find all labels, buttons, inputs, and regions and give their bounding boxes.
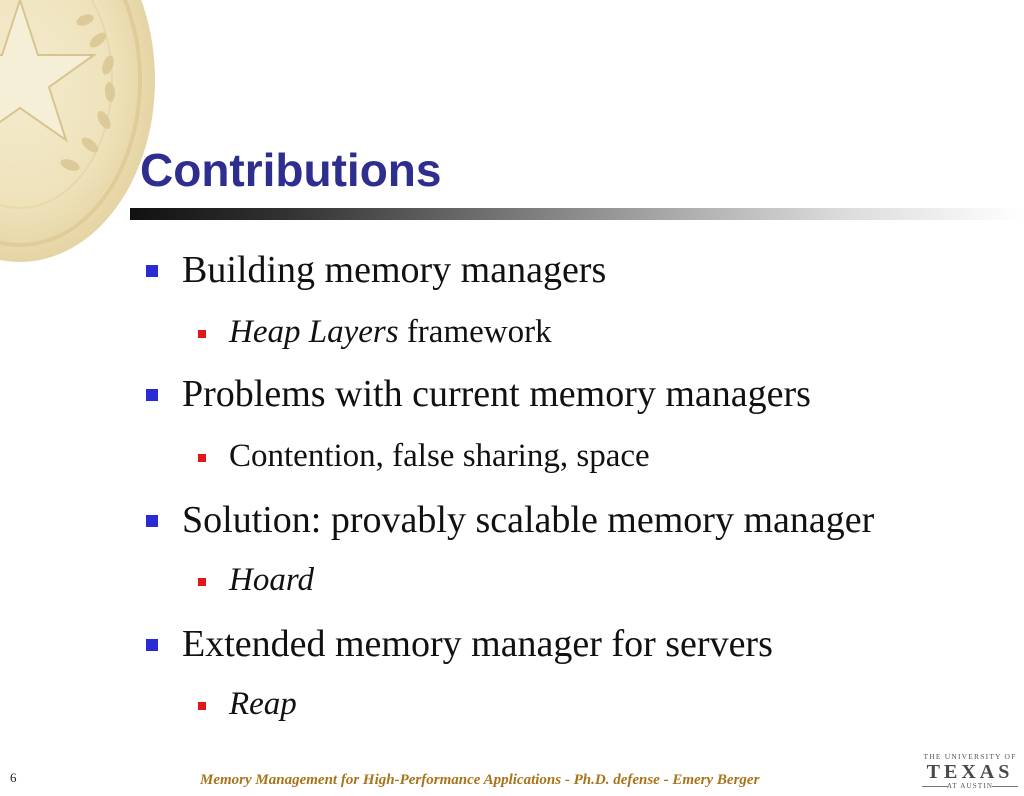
square-bullet-icon (198, 702, 206, 710)
logo-wordmark: TEXAS (926, 761, 1014, 783)
sub-bullet-text: Reap (229, 686, 297, 722)
page-number: 6 (10, 770, 17, 785)
sub-bullet-item: Reap (198, 684, 297, 724)
sub-bullet-text: Heap Layers framework (229, 314, 552, 350)
logo-top-line: THE UNIVERSITY OF (923, 752, 1017, 761)
bullet-item: Building memory managers (146, 248, 606, 292)
ut-austin-logo: THE UNIVERSITY OF TEXAS AT AUSTIN (918, 752, 1022, 796)
footer-text: Memory Management for High-Performance A… (200, 772, 760, 788)
bullet-text: Solution: provably scalable memory manag… (182, 499, 875, 541)
square-bullet-icon (146, 389, 158, 401)
square-bullet-icon (146, 515, 158, 527)
sub-bullet-rest: framework (398, 314, 552, 350)
square-bullet-icon (198, 330, 206, 338)
square-bullet-icon (146, 639, 158, 651)
square-bullet-icon (146, 265, 158, 277)
sub-bullet-item: Hoard (198, 560, 314, 600)
sub-bullet-italic: Hoard (229, 562, 314, 598)
bullet-text: Problems with current memory managers (182, 373, 811, 415)
title-divider (130, 208, 1024, 220)
slide-title: Contributions (140, 144, 442, 196)
square-bullet-icon (198, 454, 206, 462)
sub-bullet-item: Contention, false sharing, space (198, 436, 650, 476)
bullet-text: Extended memory manager for servers (182, 623, 773, 665)
sub-bullet-italic: Heap Layers (229, 314, 399, 350)
sub-bullet-item: Heap Layers framework (198, 312, 552, 352)
sub-bullet-rest: Contention, false sharing, space (229, 438, 650, 474)
square-bullet-icon (198, 578, 206, 586)
bullet-item: Extended memory manager for servers (146, 622, 773, 666)
sub-bullet-italic: Reap (229, 686, 297, 722)
sub-bullet-text: Hoard (229, 562, 314, 598)
logo-bottom-line: AT AUSTIN (918, 782, 1022, 791)
bullet-text: Building memory managers (182, 249, 607, 291)
bullet-item: Solution: provably scalable memory manag… (146, 498, 874, 542)
sub-bullet-text: Contention, false sharing, space (229, 438, 650, 474)
texas-seal-icon (0, 0, 155, 262)
bullet-item: Problems with current memory managers (146, 372, 811, 416)
